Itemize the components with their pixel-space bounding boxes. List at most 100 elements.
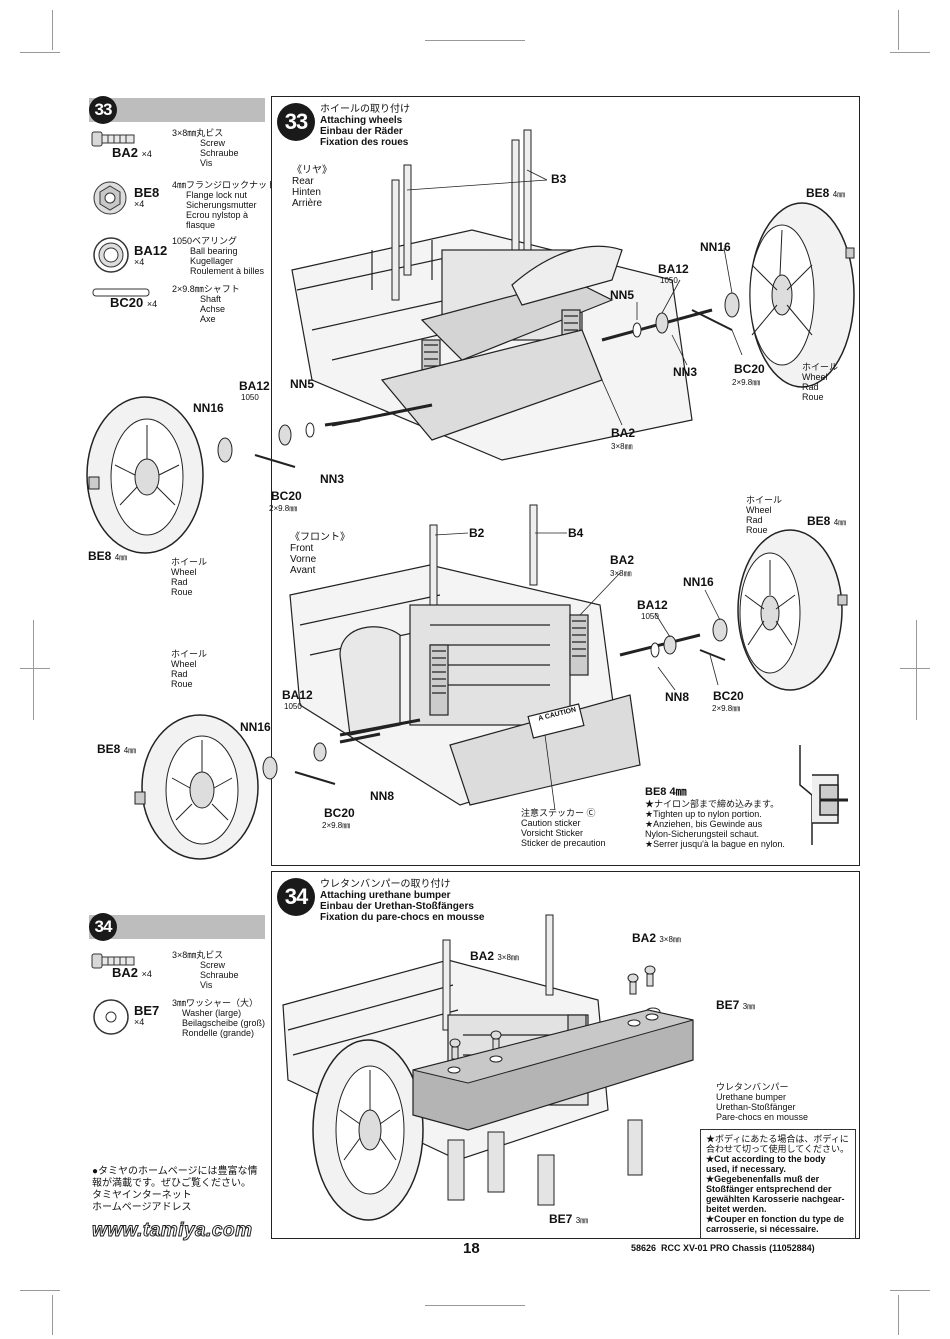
label-ba12-front-left: BA12 <box>282 688 313 702</box>
ba12-size: 1050 <box>284 702 302 711</box>
label-nn16-front-right: NN16 <box>683 575 714 589</box>
step34-parts-header <box>89 915 265 939</box>
part-ba2: BA2 ×4 3×8㎜丸ビス Screw Schraube Vis <box>91 950 267 990</box>
crop-mark <box>898 1295 899 1335</box>
rear-right-small-parts <box>632 292 740 338</box>
label-bc20-rear-right: BC20 <box>734 362 765 376</box>
label-be8-rear-right: BE8 4㎜ <box>806 186 846 200</box>
label-nn16-front-left: NN16 <box>240 720 271 734</box>
step34-parts-badge: 34 <box>89 913 117 941</box>
part-bc20: BC20 ×4 2×9.8㎜シャフト Shaft Achse Axe <box>92 284 267 324</box>
crop-mark <box>20 1290 60 1291</box>
crop-mark <box>20 668 50 669</box>
rear-right-wheel <box>749 202 855 388</box>
ba12-size: 1050 <box>641 612 659 621</box>
rear-chassis-diagram <box>291 129 855 461</box>
urethane-bumper <box>412 1009 694 1131</box>
step33-title: ホイールの取り付け Attaching wheels Einbau der Rä… <box>320 104 410 148</box>
label-ba2-rear: BA2 <box>611 426 636 440</box>
ba2-size: 3×8㎜ <box>611 442 633 451</box>
label-bc20-front-left: BC20 <box>324 806 355 820</box>
label-ba12-rear-right: BA12 <box>658 262 689 276</box>
cut-note: ★ボディにあたる場合は、ボディに合わせて切って使用してください。 ★Cut ac… <box>700 1129 856 1239</box>
part-description: 3㎜ワッシャー（大） Washer (large) Beilagscheibe … <box>172 998 266 1038</box>
part-ba2: BA2 ×4 3×8㎜丸ビス Screw Schraube Vis <box>91 128 267 168</box>
label-be8-front-left: BE8 4㎜ <box>97 742 137 756</box>
step33-badge: 33 <box>277 103 315 141</box>
ball-bearing-icon <box>93 237 129 273</box>
crop-mark <box>890 52 930 53</box>
crop-mark <box>52 10 53 50</box>
screw-icon <box>91 953 135 969</box>
label-nn5-rear-right: NN5 <box>610 288 635 302</box>
leader-lines <box>434 532 721 811</box>
part-code: BA2 ×4 <box>112 145 152 160</box>
part-code: BE8×4 <box>134 185 160 209</box>
part-description: 2×9.8㎜シャフト Shaft Achse Axe <box>172 284 240 324</box>
bc20-size: 2×9.8㎜ <box>322 821 351 830</box>
part-ba12: BA12×4 1050ベアリング Ball bearing Kugellager… <box>92 236 267 280</box>
crop-mark <box>425 40 525 41</box>
label-ba12-rear-left: BA12 <box>239 379 270 393</box>
label-be8-rear-left: BE8 4㎜ <box>88 549 128 563</box>
ba12-size: 1050 <box>660 276 678 285</box>
flange-nut-icon <box>93 181 127 215</box>
label-ba2-front: BA2 <box>610 553 635 567</box>
label-nn3-rear-left: NN3 <box>320 472 345 486</box>
part-be8: BE8×4 4㎜フランジロックナット Flange lock nut Siche… <box>92 180 276 230</box>
rear-left-wheel-diagram <box>86 396 361 554</box>
part-description: 1050ベアリング Ball bearing Kugellager Roulem… <box>172 236 265 276</box>
be8-detail-diagram <box>799 745 848 845</box>
product-code: 58626 RCC XV-01 PRO Chassis (11052884) <box>631 1243 815 1253</box>
step34-badge: 34 <box>277 878 315 916</box>
part-be7: BE7×4 3㎜ワッシャー（大） Washer (large) Beilagsc… <box>92 998 267 1042</box>
step34-title: ウレタンバンパーの取り付け Attaching urethane bumper … <box>320 879 485 923</box>
label-nn8-front-left: NN8 <box>370 789 395 803</box>
front-left-wheel-diagram <box>134 714 381 860</box>
crop-mark <box>900 668 930 669</box>
label-nn16-rear-left: NN16 <box>193 401 224 415</box>
label-be7-bottom: BE7 3㎜ <box>549 1212 589 1226</box>
crop-mark <box>916 620 917 720</box>
website-url[interactable]: www.tamiya.com <box>91 1220 253 1242</box>
bumper-supports <box>447 1119 643 1206</box>
washer-icon <box>93 999 129 1035</box>
rear-gearbox <box>331 245 713 441</box>
crop-mark <box>890 1290 930 1291</box>
part-description: 4㎜フランジロックナット Flange lock nut Sicherungsm… <box>172 180 277 230</box>
label-nn8-front-right: NN8 <box>665 690 690 704</box>
label-b4: B4 <box>568 526 584 540</box>
label-be8-front-right: BE8 4㎜ <box>807 514 847 528</box>
part-code: BA2 ×4 <box>112 965 152 980</box>
shaft-icon <box>92 288 150 297</box>
crop-mark <box>20 52 60 53</box>
crop-mark <box>33 620 34 720</box>
crop-mark <box>898 10 899 50</box>
part-code: BA12×4 <box>134 243 168 267</box>
label-bc20-rear-left: BC20 <box>271 489 302 503</box>
ba12-size: 1050 <box>241 393 259 402</box>
label-nn3-rear-right: NN3 <box>673 365 698 379</box>
be8-note: BE8 4㎜ ★ナイロン部まで締め込みます。 ★Tighten up to ny… <box>645 786 785 849</box>
website-note: ●タミヤのホームページには豊富な情報が満載です。ぜひご覧ください。 タミヤインタ… <box>92 1166 258 1213</box>
front-right-wheel <box>650 529 848 691</box>
screw-icon <box>91 131 135 147</box>
label-ba2-right: BA2 3×8㎜ <box>632 931 681 945</box>
leader-lines <box>406 169 743 426</box>
body-posts <box>442 914 554 1031</box>
crop-mark <box>52 1295 53 1335</box>
label-be7-right: BE7 3㎜ <box>716 998 756 1012</box>
bc20-size: 2×9.8㎜ <box>732 378 761 387</box>
label-bc20-front-right: BC20 <box>713 689 744 703</box>
front-left-wheel <box>312 1039 424 1221</box>
front-chassis-diagram <box>289 504 848 811</box>
body-post-b3 <box>391 129 532 301</box>
label-nn5-rear-left: NN5 <box>290 377 315 391</box>
